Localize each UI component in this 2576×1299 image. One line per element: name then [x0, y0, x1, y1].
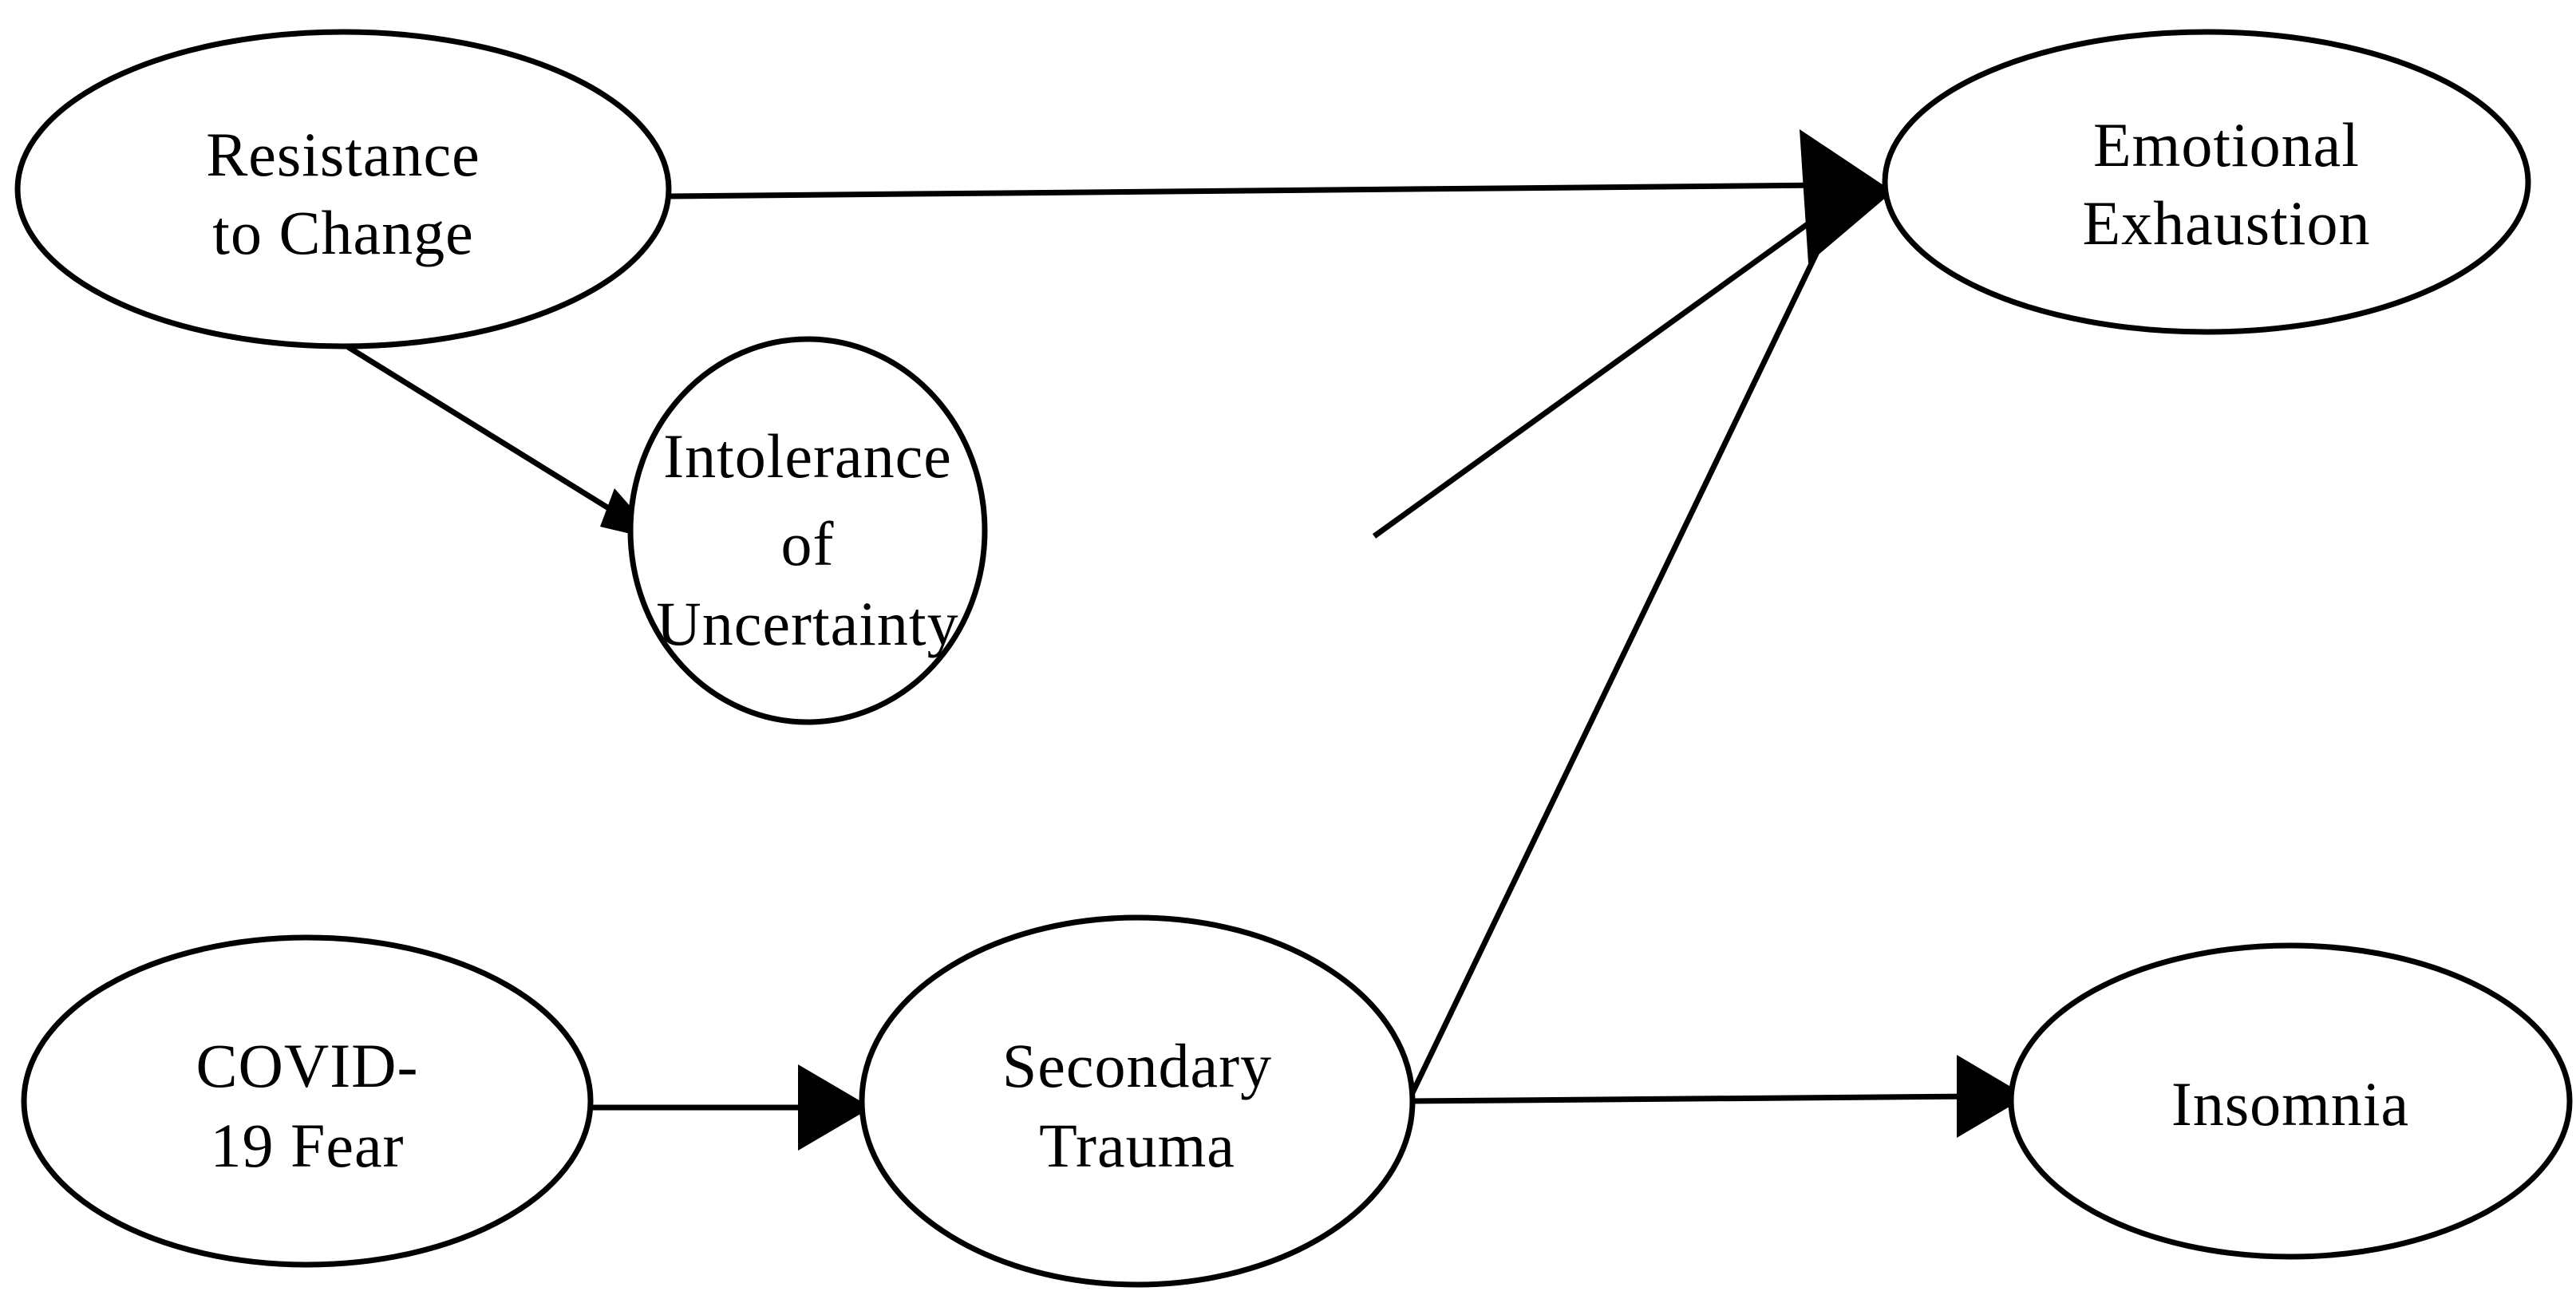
- edge-covid-to-secondary-trauma[interactable]: [581, 1064, 871, 1151]
- node-resistance-to-change[interactable]: Resistance to Change: [14, 29, 672, 349]
- edge-line-rtc-ee: [668, 182, 1828, 199]
- node-shape-intolerance-of-uncertainty: [627, 336, 988, 725]
- node-shape-secondary-trauma: [859, 914, 1416, 1288]
- edge-line-iou-ee: [1372, 205, 1833, 539]
- node-label-covid-19-fear-line1: COVID-: [196, 1031, 419, 1100]
- nodes-layer: Resistance to Change Intolerance of Unce…: [14, 29, 2573, 1288]
- node-label-secondary-trauma-line1: Secondary: [1002, 1031, 1272, 1100]
- node-label-insomnia-line1: Insomnia: [2171, 1069, 2409, 1139]
- arrowhead-st-insomnia: [1957, 1055, 2027, 1138]
- node-label-secondary-trauma-line2: Trauma: [1039, 1111, 1235, 1180]
- node-shape-insomnia: [2008, 942, 2573, 1260]
- arrowhead-covid-st: [798, 1064, 871, 1151]
- node-shape-emotional-exhaustion: [1882, 29, 2531, 335]
- node-label-emotional-exhaustion-line2: Exhaustion: [2083, 188, 2371, 258]
- edge-line-st-ee: [1405, 212, 1839, 1103]
- node-secondary-trauma[interactable]: Secondary Trauma: [859, 914, 1416, 1288]
- edge-secondary-trauma-to-emotional-exhaustion[interactable]: [1405, 212, 1839, 1103]
- node-label-resistance-to-change-line2: to Change: [212, 198, 473, 267]
- node-emotional-exhaustion[interactable]: Emotional Exhaustion: [1882, 29, 2531, 335]
- edge-intolerance-to-emotional-exhaustion[interactable]: [1372, 205, 1833, 539]
- node-covid-19-fear[interactable]: COVID- 19 Fear: [21, 934, 594, 1268]
- edge-line-rtc-iou: [338, 339, 640, 529]
- edge-line-st-insomnia: [1408, 1093, 1980, 1104]
- edge-resistance-to-emotional-exhaustion[interactable]: [668, 182, 1828, 199]
- node-intolerance-of-uncertainty[interactable]: Intolerance of Uncertainty: [627, 336, 988, 725]
- node-shape-covid-19-fear: [21, 934, 594, 1268]
- node-label-resistance-to-change-line1: Resistance: [206, 120, 480, 189]
- arrowhead-into-emotional-exhaustion: [1800, 129, 1893, 263]
- node-insomnia[interactable]: Insomnia: [2008, 942, 2573, 1260]
- node-label-intolerance-line2: of: [781, 509, 835, 578]
- node-label-intolerance-line3: Uncertainty: [656, 589, 958, 658]
- edge-resistance-to-intolerance[interactable]: [338, 339, 661, 541]
- node-label-covid-19-fear-line2: 19 Fear: [210, 1111, 404, 1180]
- edges-layer: [338, 129, 2027, 1151]
- edge-secondary-trauma-to-insomnia[interactable]: [1408, 1055, 2027, 1138]
- node-label-intolerance-line1: Intolerance: [663, 421, 952, 491]
- node-label-emotional-exhaustion-line1: Emotional: [2093, 110, 2360, 180]
- node-shape-resistance-to-change: [14, 29, 672, 349]
